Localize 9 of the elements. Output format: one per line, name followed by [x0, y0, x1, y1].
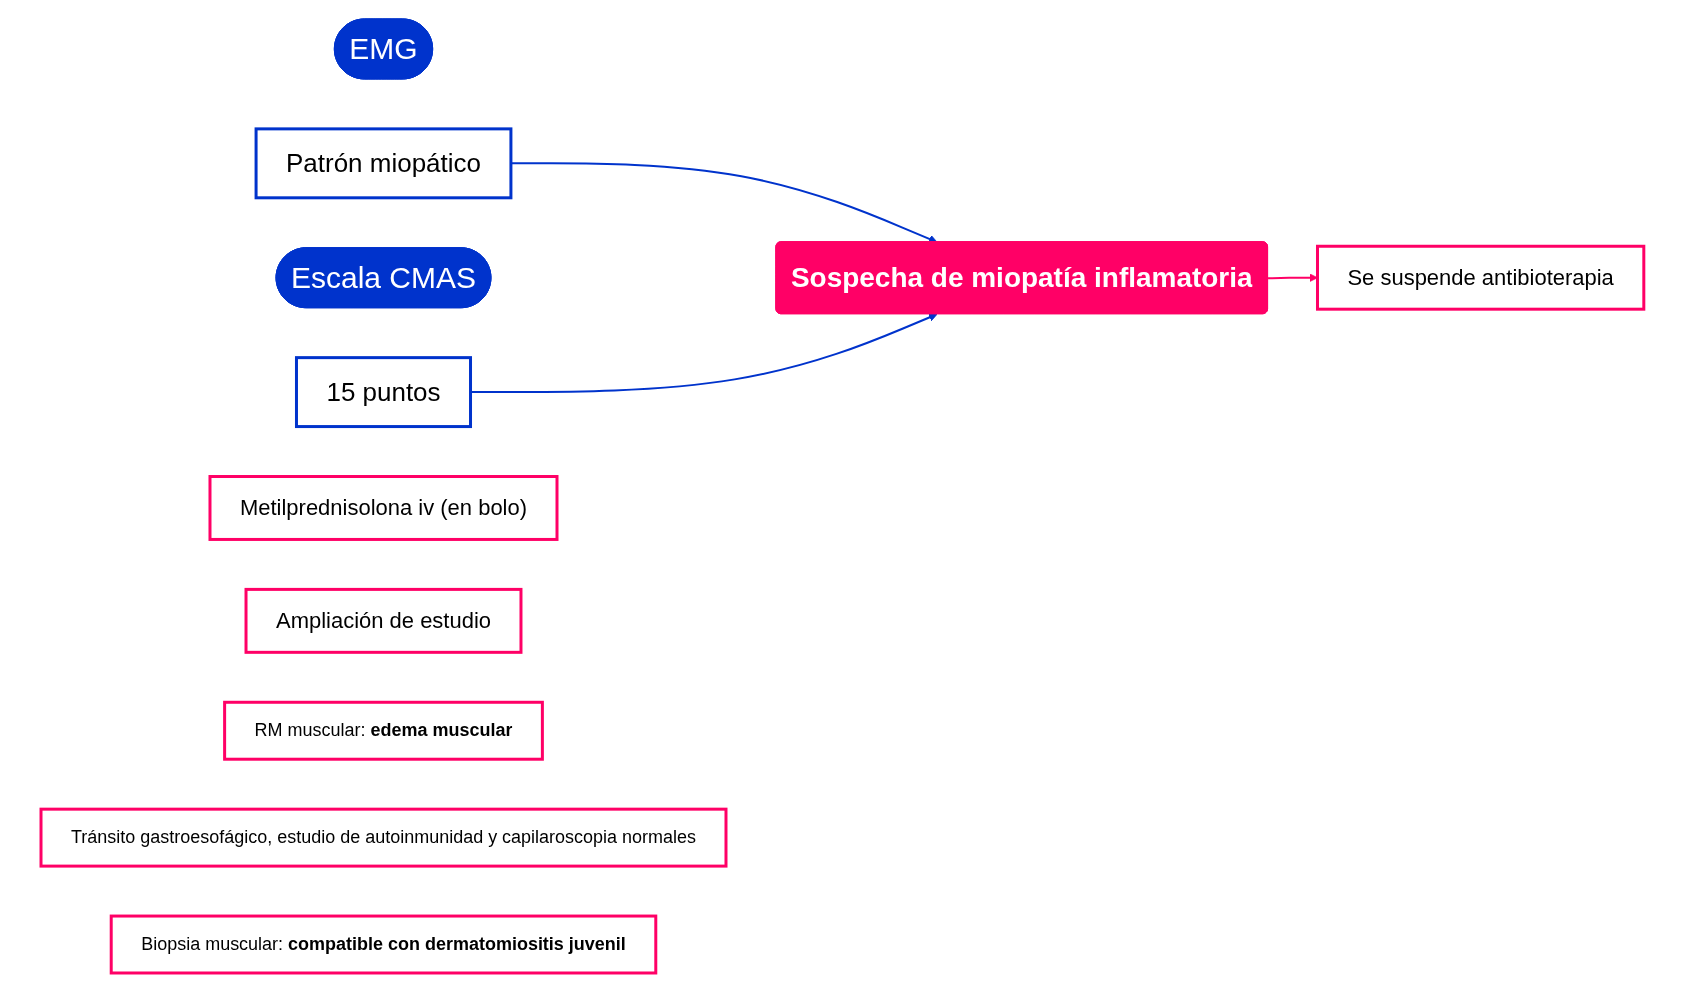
node-box: 15 puntos [294, 355, 472, 428]
node-box: RM muscular: edema muscular [222, 700, 544, 761]
node-box: Biopsia muscular: compatible con dermatomiositis juvenil [109, 914, 657, 974]
node-box: Ampliación de estudio [244, 587, 523, 654]
node-box: Tránsito gastroesofágico, estudio de autoinmunidad y capilaroscopia normales [39, 807, 728, 868]
node-box: Se suspende antibioterapia [1315, 244, 1645, 311]
node-box: Patrón miopático [254, 126, 512, 199]
node-box: Metilprednisolona iv (en bolo) [208, 474, 559, 541]
arrow [1266, 272, 1318, 282]
